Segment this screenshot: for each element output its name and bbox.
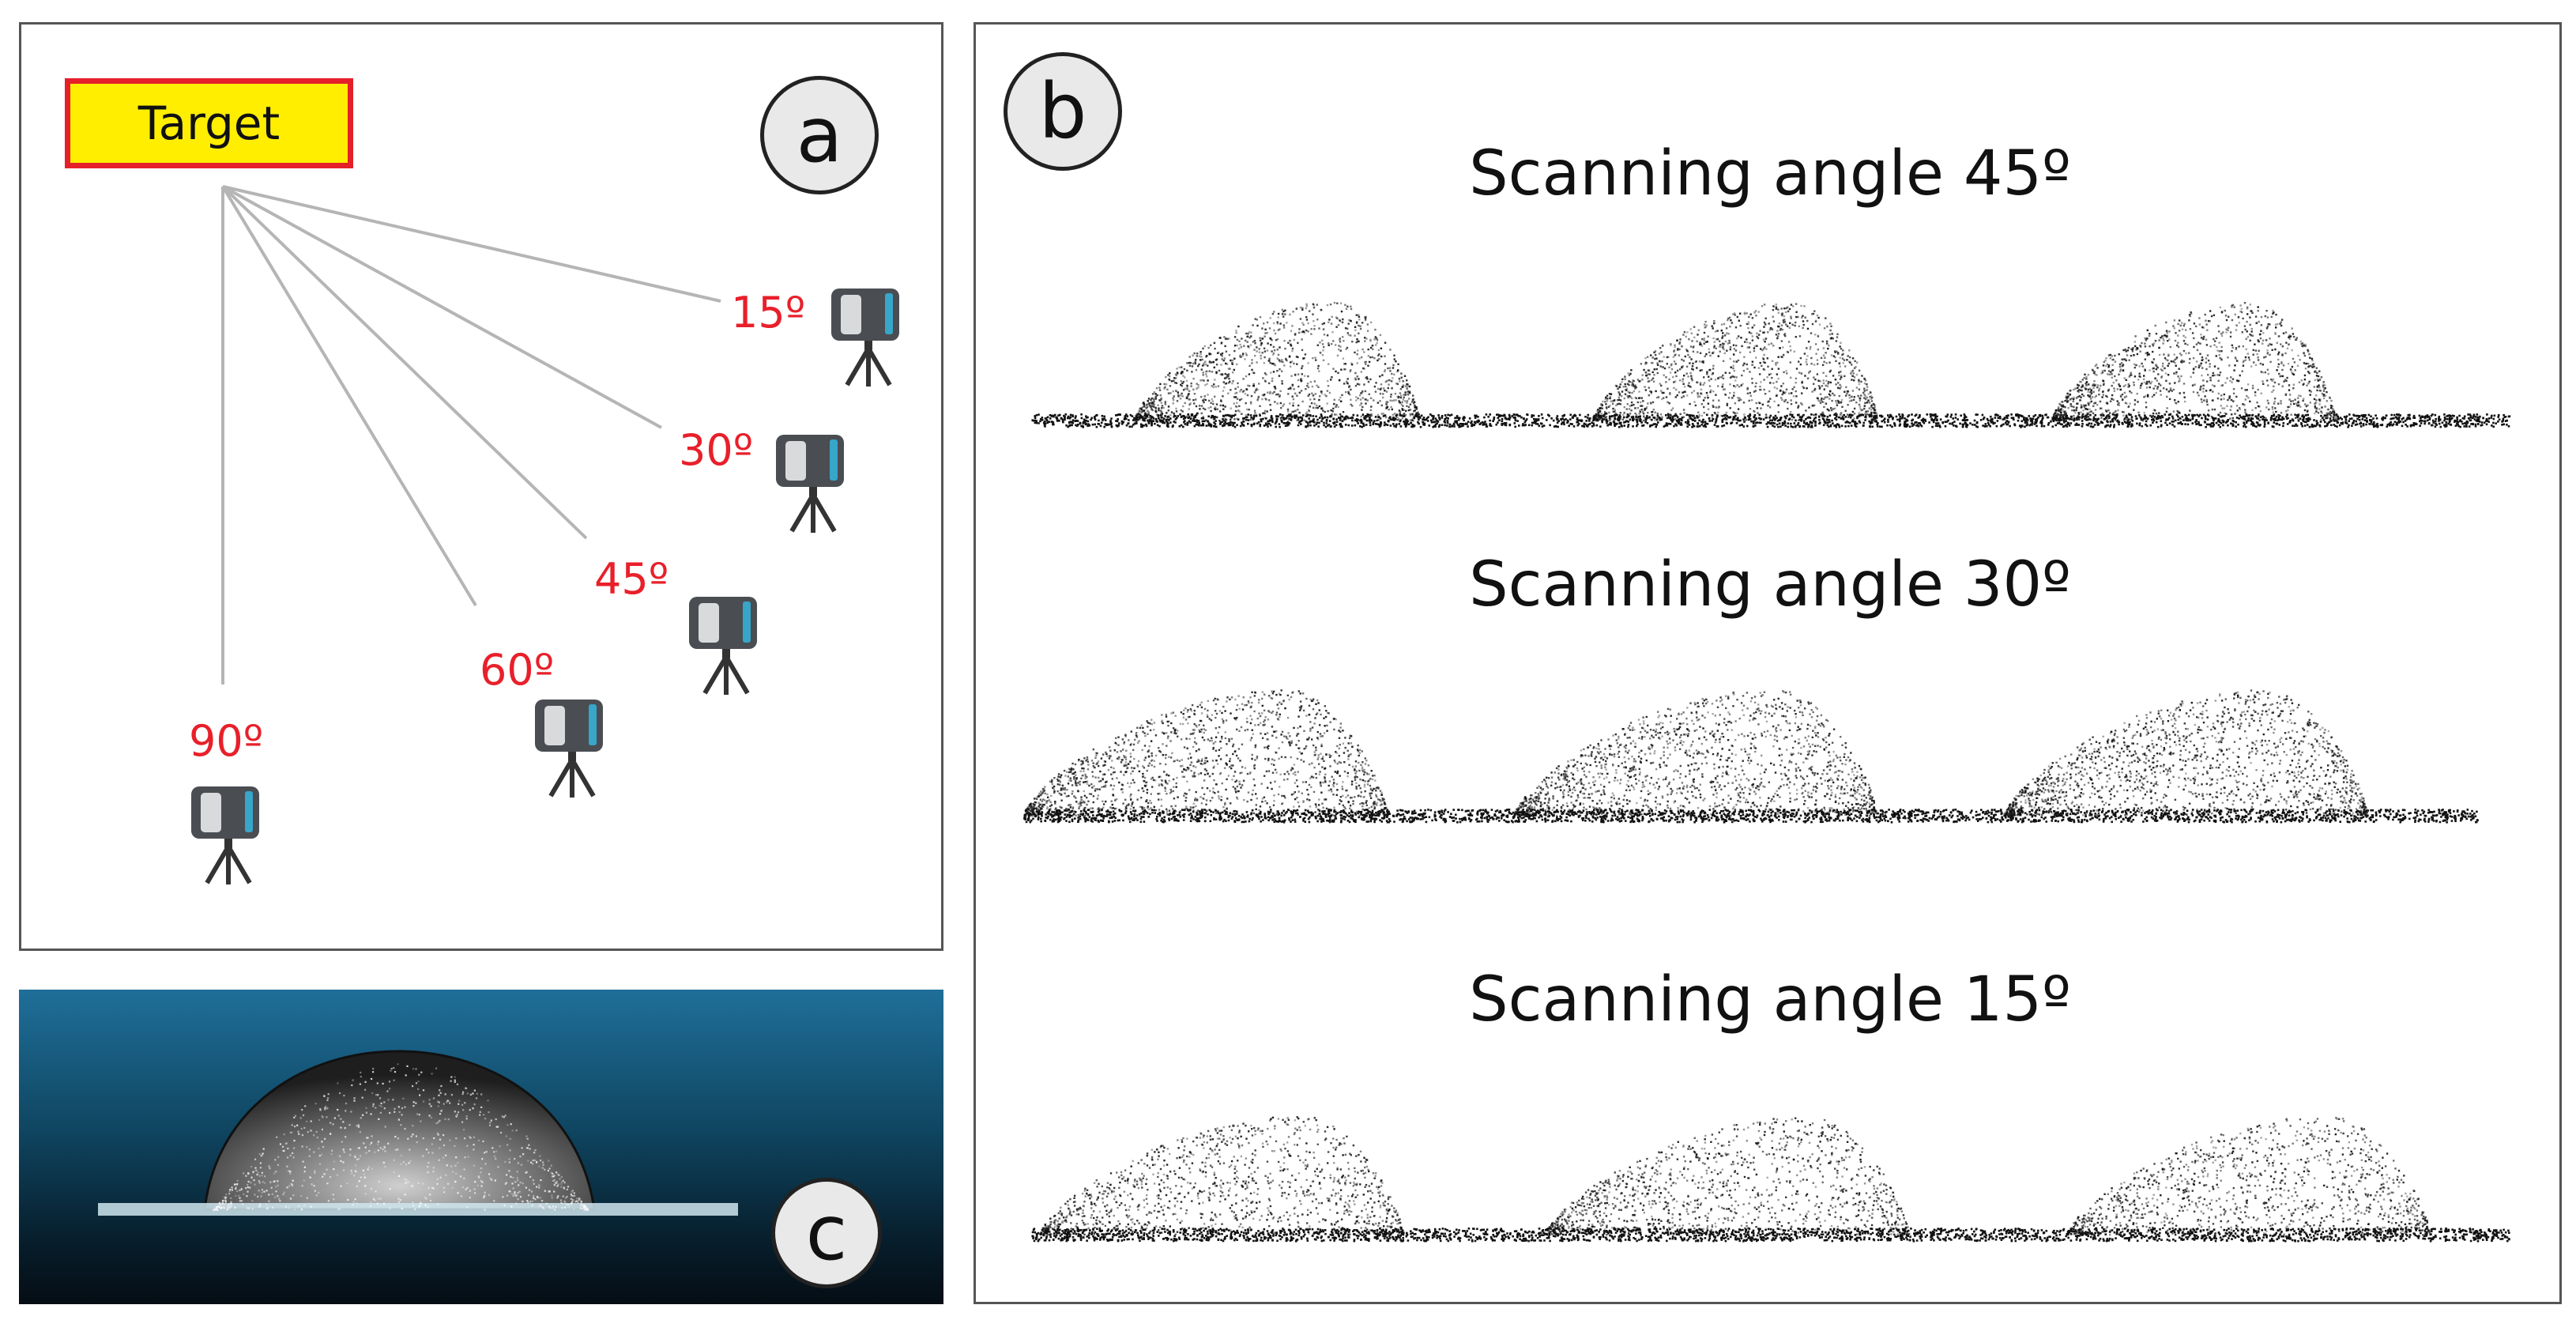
angle-label-30: 30º: [679, 429, 753, 472]
panel-b-point-clouds: b Scanning angle 45º Scanning angle 30º …: [974, 22, 2562, 1304]
panel-a-label: a: [760, 76, 879, 194]
line-of-sight-lines: [221, 185, 721, 685]
panel-b-label: b: [1004, 52, 1122, 171]
sight-line-45: [221, 185, 588, 540]
laser-scanner-icon: [183, 783, 270, 886]
dome-render: [98, 1050, 738, 1216]
sight-line-60: [221, 185, 477, 607]
angle-label-60: 60º: [480, 649, 554, 692]
target-box: Target: [65, 78, 353, 168]
angle-label-45: 45º: [594, 558, 668, 601]
laser-scanner-icon: [823, 285, 910, 388]
panel-a-letter: a: [797, 97, 843, 173]
laser-scanner-icon: [768, 432, 855, 534]
scan-title-30: Scanning angle 30º: [976, 554, 2564, 616]
laser-scanner-icon: [527, 696, 614, 799]
panel-b-letter: b: [1039, 74, 1087, 149]
panel-c-label: c: [771, 1178, 882, 1288]
panel-a-scanner-setup: Target a 15º 30º 45º 60º 90º: [19, 22, 943, 951]
laser-scanner-icon: [681, 594, 768, 696]
sight-line-15: [222, 185, 721, 303]
point-cloud-45: [1031, 301, 2511, 428]
angle-label-90: 90º: [189, 720, 263, 763]
panel-c-dome-render: c: [19, 990, 943, 1304]
point-cloud-30: [1023, 689, 2479, 824]
angle-label-15: 15º: [731, 292, 805, 334]
target-label: Target: [138, 96, 280, 150]
sight-line-30: [222, 185, 662, 429]
panel-c-letter: c: [806, 1195, 848, 1271]
scan-title-15: Scanning angle 15º: [976, 969, 2564, 1031]
point-cloud-15: [1031, 1116, 2510, 1243]
scan-title-45: Scanning angle 45º: [976, 143, 2564, 205]
